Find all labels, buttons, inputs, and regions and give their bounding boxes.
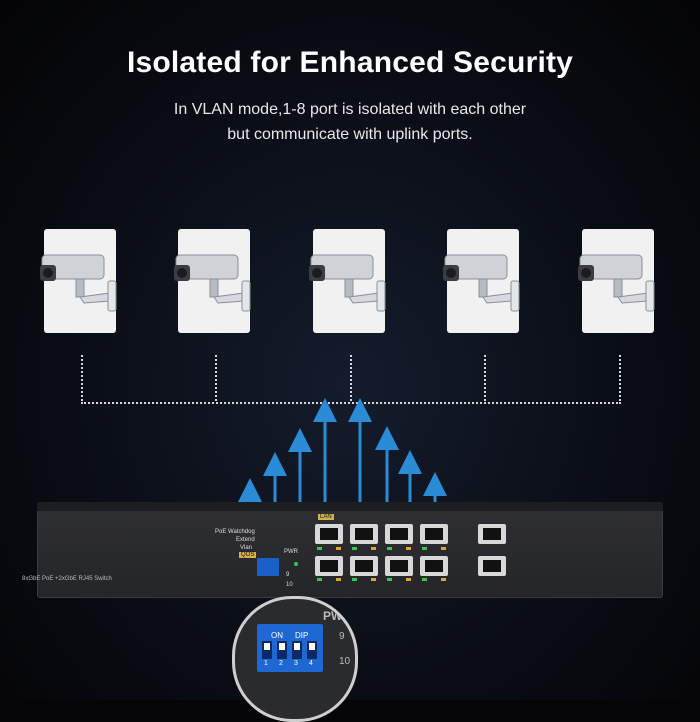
port-5[interactable]	[385, 524, 413, 544]
led-2b	[336, 578, 341, 581]
subtitle-line-1: In VLAN mode,1-8 port is isolated with e…	[173, 101, 527, 118]
vlan-label: Vlan	[240, 545, 253, 551]
link-line-2	[215, 355, 217, 401]
link-line-4	[484, 355, 486, 401]
port-6[interactable]	[385, 556, 413, 576]
led-7	[422, 547, 427, 550]
led-1b	[336, 547, 341, 550]
camera-card-2	[174, 229, 251, 333]
camera-card-4	[443, 229, 520, 333]
led-8	[422, 578, 427, 581]
port-1[interactable]	[315, 524, 343, 544]
dip-on-label: ON	[271, 631, 283, 640]
poe-switch	[37, 502, 663, 598]
headline: Isolated for Enhanced Security	[126, 46, 574, 79]
link-line-3	[350, 355, 352, 401]
pwr-label: PWR	[284, 549, 298, 555]
led-1	[317, 547, 322, 550]
camera-icon	[40, 254, 117, 312]
dip-toggle-3[interactable]	[292, 641, 302, 659]
port-3[interactable]	[350, 524, 378, 544]
zoom-9-label: 9	[339, 631, 345, 642]
zoom-10-label: 10	[339, 656, 351, 667]
led-7b	[441, 547, 446, 550]
led-3	[352, 547, 357, 550]
dip-text-label: DIP	[295, 631, 309, 640]
port9-label: 9	[286, 572, 290, 578]
switch-model-label: 8xGbE PoE +2xGbE RJ45 Switch	[22, 576, 112, 582]
port-4[interactable]	[350, 556, 378, 576]
camera-icon	[309, 254, 386, 312]
port-10[interactable]	[478, 556, 506, 576]
led-2	[317, 578, 322, 581]
port-8[interactable]	[420, 556, 448, 576]
dip-switch-magnifier: ON DIP 1 2 3 4 PWR 9 10	[232, 596, 358, 722]
camera-icon	[174, 254, 251, 312]
camera-icon	[578, 254, 655, 312]
led-5b	[406, 547, 411, 550]
led-4b	[371, 578, 376, 581]
led-5	[387, 547, 392, 550]
led-3b	[371, 547, 376, 550]
port-7[interactable]	[420, 524, 448, 544]
led-4	[352, 578, 357, 581]
led-8b	[441, 578, 446, 581]
dip-switch[interactable]	[257, 558, 279, 576]
extend-label: Extend	[236, 537, 255, 543]
led-6b	[406, 578, 411, 581]
port-9[interactable]	[478, 524, 506, 544]
camera-icon	[443, 254, 520, 312]
pwr-led	[294, 562, 298, 566]
dip-toggle-1[interactable]	[262, 641, 272, 659]
port10-label: 10	[286, 582, 293, 588]
poe-watchdog-label: PoE Watchdog	[215, 529, 255, 535]
camera-card-3	[309, 229, 386, 333]
qos-label: QOS	[239, 552, 257, 558]
dip-num-2: 2	[279, 660, 283, 667]
link-line-1	[81, 355, 83, 401]
port-2[interactable]	[315, 556, 343, 576]
dip-num-4: 4	[309, 660, 313, 667]
dip-toggle-4[interactable]	[307, 641, 317, 659]
link-line-5	[619, 355, 621, 401]
lan-tag: LAN	[318, 514, 334, 520]
camera-card-5	[578, 229, 655, 333]
dip-switch-zoomed: ON DIP 1 2 3 4	[257, 624, 323, 672]
switch-top-edge	[37, 502, 663, 511]
dip-toggle-2[interactable]	[277, 641, 287, 659]
led-6	[387, 578, 392, 581]
zoom-pwr-label: PWR	[323, 609, 351, 623]
subtitle: In VLAN mode,1-8 port is isolated with e…	[0, 97, 700, 147]
dip-num-1: 1	[264, 660, 268, 667]
camera-card-1	[40, 229, 117, 333]
subtitle-line-2: but communicate with uplink ports.	[227, 126, 473, 143]
dip-num-3: 3	[294, 660, 298, 667]
